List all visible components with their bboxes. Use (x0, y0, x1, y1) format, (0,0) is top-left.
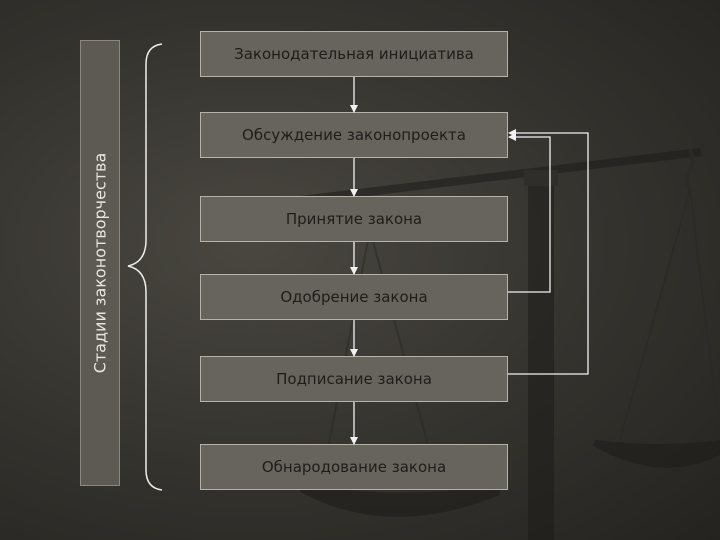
stage-box-1: Законодательная инициатива (200, 31, 508, 77)
side-label: Стадии законотворчества (90, 152, 110, 374)
stage-label-1: Законодательная инициатива (234, 45, 474, 63)
stage-box-5: Подписание закона (200, 356, 508, 402)
stage-box-6: Обнародование закона (200, 444, 508, 490)
stage-label-5: Подписание закона (276, 370, 432, 388)
stage-box-4: Одобрение закона (200, 274, 508, 320)
stage-box-3: Принятие закона (200, 196, 508, 242)
stage-label-4: Одобрение закона (280, 288, 428, 306)
stage-label-3: Принятие закона (285, 210, 423, 228)
stage-box-2: Обсуждение законопроекта (200, 112, 508, 158)
stage-label-6: Обнародование закона (261, 458, 447, 476)
side-label-panel (80, 40, 120, 486)
stage-label-2: Обсуждение законопроекта (242, 126, 466, 144)
